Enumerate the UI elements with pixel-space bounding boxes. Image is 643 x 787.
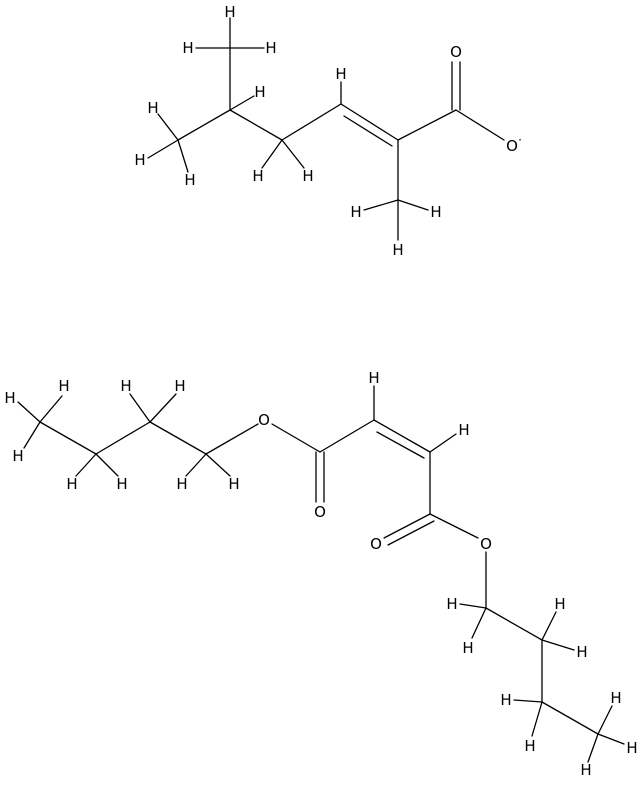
h-atom: H [500, 691, 511, 709]
h-atom: H [462, 639, 473, 657]
h-atom: H [350, 203, 361, 221]
h-atom: H [458, 421, 469, 439]
o-atom: O [450, 43, 462, 61]
h-atom: H [446, 595, 457, 613]
o-atom: O [506, 137, 518, 155]
h-atom: H [302, 167, 313, 185]
h-atom: H [265, 39, 276, 57]
h-atom: H [252, 167, 263, 185]
h-atom: H [12, 447, 23, 465]
h-atom: H [66, 475, 77, 493]
h-atom: H [554, 595, 565, 613]
radical-dot: · [518, 133, 522, 147]
h-atom: H [430, 203, 441, 221]
h-atom: H [224, 3, 235, 21]
h-atom: H [120, 377, 131, 395]
o-atom: O [258, 411, 270, 429]
molecule-1: H H H H H H H H H H H H H O O · [134, 3, 522, 259]
o-atom: O [370, 535, 382, 553]
h-atom: H [182, 39, 193, 57]
h-atom: H [58, 377, 69, 395]
h-atom: H [254, 83, 265, 101]
h-atom: H [524, 737, 535, 755]
molecule-2: H H H H H H H H H O O H H O O H H H H H … [4, 369, 637, 779]
h-atom: H [176, 475, 187, 493]
h-atom: H [335, 65, 346, 83]
h-atom: H [174, 377, 185, 395]
h-atom: H [134, 151, 145, 169]
h-atom: H [116, 475, 127, 493]
h-atom: H [368, 369, 379, 387]
h-atom: H [228, 475, 239, 493]
h-atom: H [392, 241, 403, 259]
h-atom: H [147, 99, 158, 117]
h-atom: H [580, 761, 591, 779]
o-atom: O [314, 503, 326, 521]
h-atom: H [184, 171, 195, 189]
o-atom: O [480, 535, 492, 553]
h-atom: H [610, 689, 621, 707]
h-atom: H [576, 643, 587, 661]
h-atom: H [4, 389, 15, 407]
h-atom: H [626, 739, 637, 757]
